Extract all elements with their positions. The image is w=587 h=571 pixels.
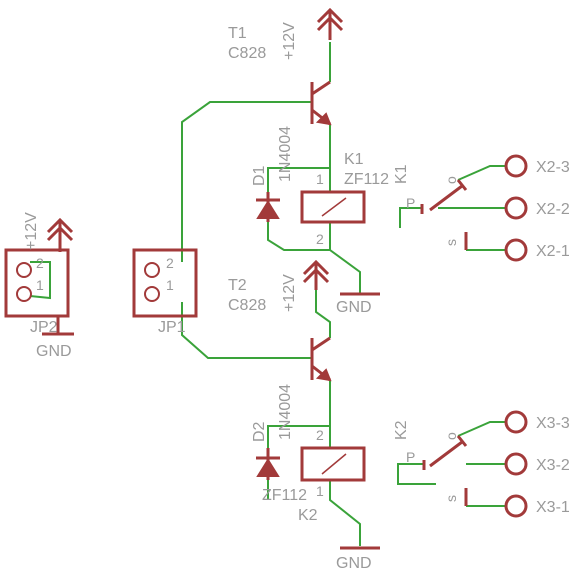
wire-t2-supply bbox=[315, 290, 331, 338]
wire-jp2 bbox=[29, 261, 51, 300]
supply-arrow-t2 bbox=[302, 259, 330, 290]
wire-t2-emitter-node bbox=[267, 380, 331, 448]
relay-switch-k1 bbox=[420, 179, 468, 250]
t1-value: C828 bbox=[228, 45, 266, 62]
k1-pin-o: o bbox=[443, 176, 459, 184]
t2-value: C828 bbox=[228, 297, 266, 314]
wire-k2-p bbox=[397, 463, 436, 485]
terminal-label-x3-3: X3-3 bbox=[536, 415, 570, 432]
terminal-x2-1 bbox=[504, 238, 528, 262]
k2-pin-p: P bbox=[406, 449, 415, 465]
terminal-label-x2-2: X2-2 bbox=[536, 201, 570, 218]
coil2-pin-2: 2 bbox=[316, 427, 324, 443]
wire-jp1-t2-base bbox=[181, 302, 312, 359]
diode-d2 bbox=[256, 448, 280, 480]
jp2-pin-2: 2 bbox=[36, 255, 44, 271]
k2-value: ZF112 bbox=[262, 487, 307, 504]
wire-k1-p bbox=[399, 207, 422, 228]
gnd-label-2: GND bbox=[336, 555, 372, 571]
supply-arrow-jp2 bbox=[46, 217, 74, 252]
k1-name: K1 bbox=[344, 151, 364, 168]
jp1-pin-1: 1 bbox=[166, 277, 174, 293]
wire-d1-bottom bbox=[267, 222, 330, 251]
terminal-x3-3 bbox=[504, 410, 528, 434]
wire-k1-o bbox=[457, 165, 506, 181]
gnd-label-1: GND bbox=[336, 299, 372, 316]
k2-pin-o: o bbox=[443, 432, 459, 440]
terminal-x2-2 bbox=[504, 196, 528, 220]
wire-k2-gnd bbox=[329, 480, 361, 546]
terminal-x3-2 bbox=[504, 452, 528, 476]
jp2-supply: +12V bbox=[23, 212, 40, 250]
jp2-pin-1: 1 bbox=[36, 277, 44, 293]
wires bbox=[29, 42, 506, 546]
wire-jp1-t1-base bbox=[181, 101, 312, 262]
terminal-label-x3-1: X3-1 bbox=[536, 499, 570, 516]
transistor-t1 bbox=[310, 80, 332, 126]
k1-pin-p: P bbox=[406, 195, 415, 211]
relay-coil-k1 bbox=[300, 190, 366, 224]
gnd-label-jp2: GND bbox=[36, 343, 72, 360]
coil1-pin-2: 2 bbox=[316, 231, 324, 247]
t1-name: T1 bbox=[228, 25, 247, 42]
relay-coil-k2 bbox=[300, 446, 366, 482]
terminal-x2-3 bbox=[504, 154, 528, 178]
connector-jp2 bbox=[4, 248, 70, 318]
k1-pin-s: s bbox=[443, 239, 459, 246]
connector-jp1 bbox=[132, 248, 198, 318]
jp1-pin-2: 2 bbox=[166, 255, 174, 271]
wire-k2-o bbox=[457, 421, 506, 437]
gnd-symbol-jp2 bbox=[42, 316, 74, 336]
k2-name: K2 bbox=[298, 507, 318, 524]
d1-name: D1 bbox=[251, 165, 268, 186]
coil1-pin-1: 1 bbox=[316, 171, 324, 187]
diode-d1 bbox=[256, 192, 280, 222]
d1-value: 1N4004 bbox=[277, 126, 294, 182]
terminal-label-x2-3: X2-3 bbox=[536, 159, 570, 176]
d2-name: D2 bbox=[251, 421, 268, 442]
k2-pin-s: s bbox=[443, 495, 459, 502]
terminal-x3-1 bbox=[504, 494, 528, 518]
supply-arrow-t1 bbox=[316, 7, 344, 40]
terminal-label-x3-2: X3-2 bbox=[536, 457, 570, 474]
k1-switch-name: K1 bbox=[393, 164, 410, 184]
jp2-name: JP2 bbox=[30, 319, 58, 336]
transistor-t2 bbox=[310, 336, 332, 382]
jp1-name: JP1 bbox=[158, 319, 186, 336]
d2-value: 1N4004 bbox=[277, 384, 294, 440]
t2-supply: +12V bbox=[281, 274, 298, 312]
k2-switch-name: K2 bbox=[393, 420, 410, 440]
coil2-pin-1: 1 bbox=[316, 483, 324, 499]
k1-value: ZF112 bbox=[344, 171, 389, 188]
t1-supply: +12V bbox=[281, 22, 298, 60]
relay-switch-k2 bbox=[422, 435, 468, 506]
wire-k1-gnd bbox=[329, 222, 361, 294]
terminal-label-x2-1: X2-1 bbox=[536, 243, 570, 260]
wire-t1-emitter-node bbox=[267, 124, 331, 192]
t2-name: T2 bbox=[228, 277, 247, 294]
